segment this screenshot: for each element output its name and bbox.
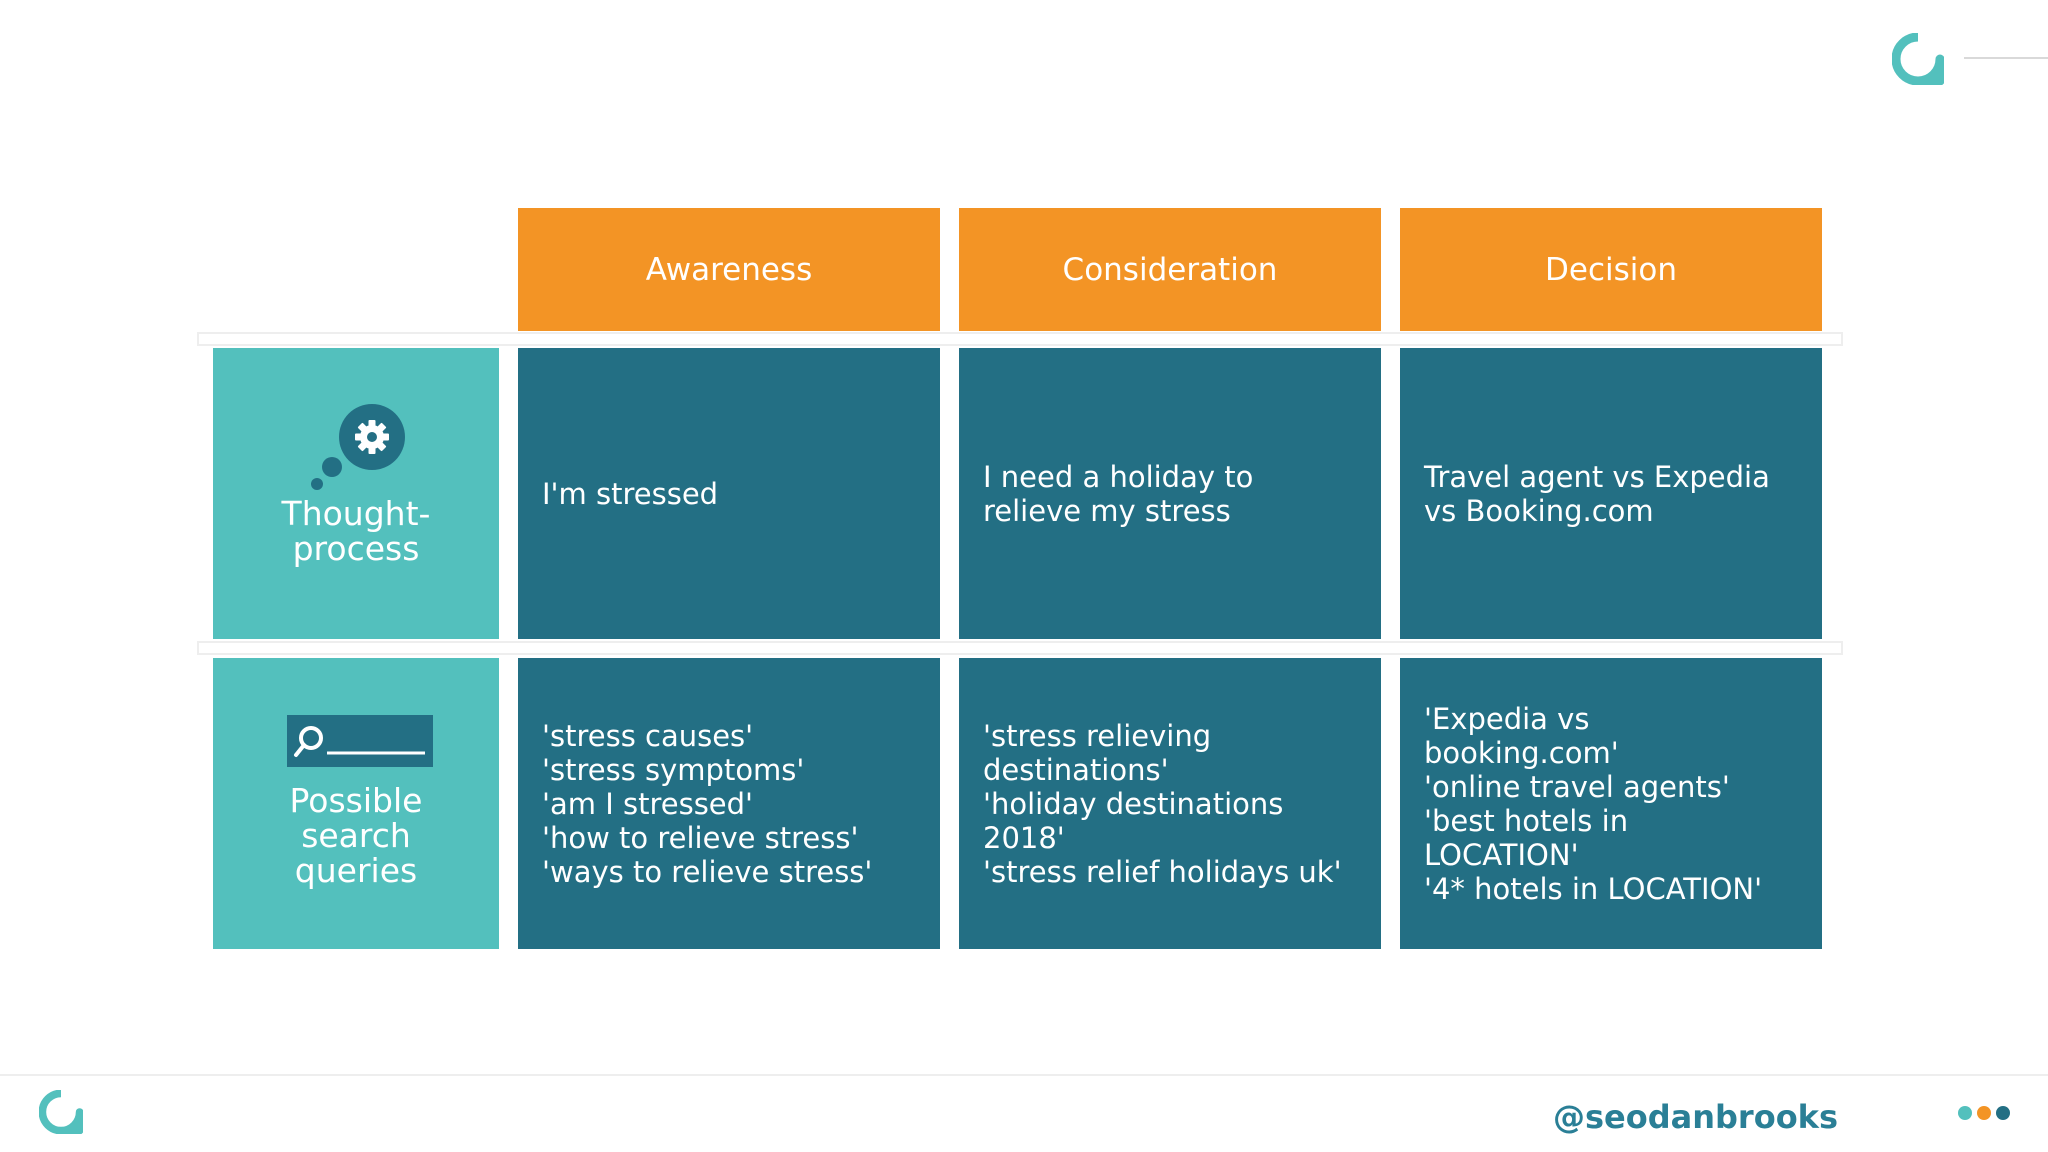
row-label-text: Possible search queries xyxy=(289,781,423,890)
row-divider-band xyxy=(197,332,1843,346)
three-dots-icon xyxy=(1958,1106,2010,1120)
twitter-handle: @seodanbrooks xyxy=(1553,1098,1838,1136)
thought-bubble-gear-icon xyxy=(311,404,405,490)
speech-bubble-logo-icon xyxy=(39,1090,83,1134)
top-divider-line xyxy=(1964,57,2048,59)
dot-orange xyxy=(1977,1106,1991,1120)
row-label-thought-process: Thought- process xyxy=(213,348,499,639)
column-header-consideration: Consideration xyxy=(959,208,1381,331)
column-header-awareness: Awareness xyxy=(518,208,940,331)
cell-awareness-thought: I'm stressed xyxy=(518,348,940,639)
search-bar-icon xyxy=(287,715,433,767)
cell-decision-queries: 'Expedia vs booking.com' 'online travel … xyxy=(1400,658,1822,949)
dot-teal xyxy=(1958,1106,1972,1120)
cell-consideration-queries: 'stress relieving destinations' 'holiday… xyxy=(959,658,1381,949)
dot-blue xyxy=(1996,1106,2010,1120)
column-header-decision: Decision xyxy=(1400,208,1822,331)
cell-awareness-queries: 'stress causes' 'stress symptoms' 'am I … xyxy=(518,658,940,949)
cell-consideration-thought: I need a holiday to relieve my stress xyxy=(959,348,1381,639)
cell-decision-thought: Travel agent vs Expedia vs Booking.com xyxy=(1400,348,1822,639)
row-divider-band xyxy=(197,641,1843,655)
footer-divider-line xyxy=(0,1074,2048,1076)
row-label-search-queries: Possible search queries xyxy=(213,658,499,949)
row-label-text: Thought- process xyxy=(281,494,431,568)
speech-bubble-logo-icon xyxy=(1892,33,1944,85)
